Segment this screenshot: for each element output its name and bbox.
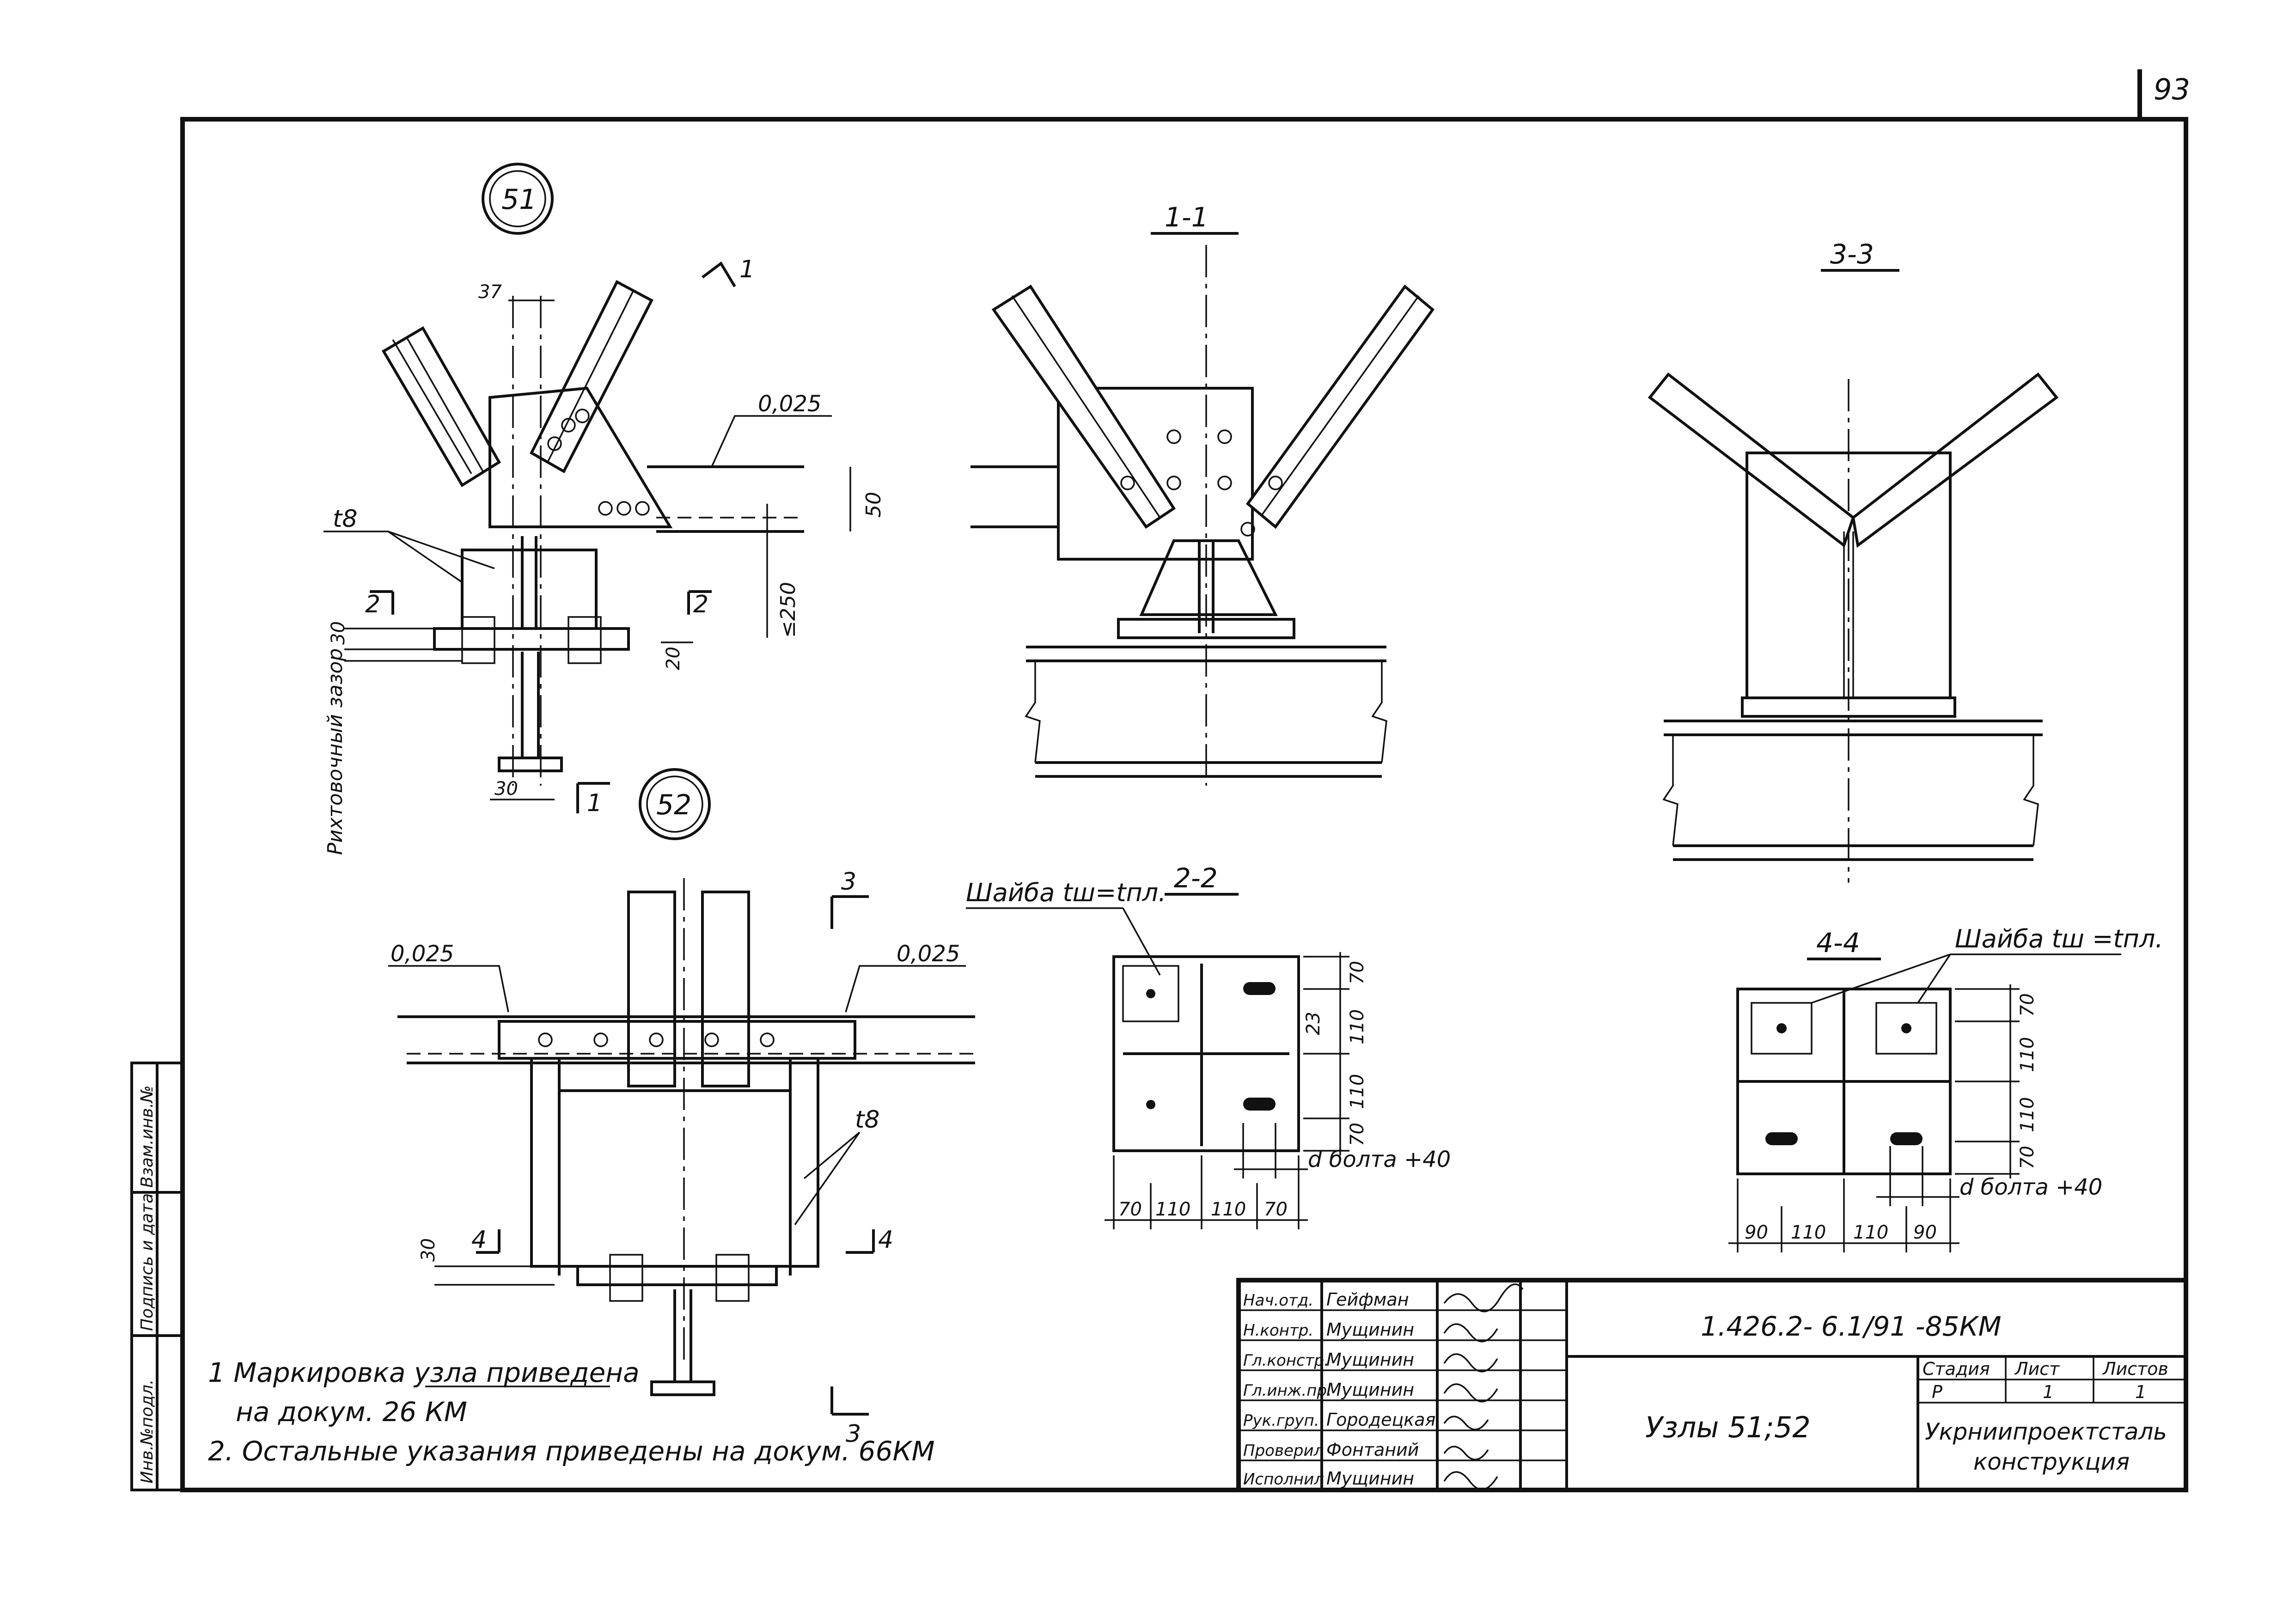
tb-sheets: 1 [2135,1382,2146,1402]
node-52-dim-30: 30 [418,1238,439,1262]
side-label-sign: Подпись и дата [138,1193,157,1331]
cut-1-top: 1 [739,256,755,283]
washer-label-b: Шайба tш =tпл. [1955,924,2163,953]
s44-dim-b110b: 110 [1853,1222,1888,1243]
s44-dim-110b: 110 [2017,1097,2038,1132]
section-2-2: 2-2 Шайба tш=tпл. 70 110 110 70 23 d бол… [966,862,1451,1229]
node-51-dim-250: ≤250 [776,582,800,638]
cut-3-bottom: 3 [846,1420,861,1448]
s22-dim-70b: 70 [1347,1123,1368,1146]
node-52-elevation: 3 0,025 0,025 [388,868,975,1448]
node-52-bolts [538,1032,775,1047]
tb-name-4: Городецкая [1326,1410,1435,1430]
section-4-4-title: 4-4 [1816,927,1860,959]
node-51-dim-37: 37 [478,281,502,303]
s22-dim-23: 23 [1303,1012,1324,1035]
s44-dim-70a: 70 [2017,993,2038,1017]
tb-role-2: Гл.констр. [1243,1351,1329,1370]
tb-doc-code: 1.426.2- 6.1/91 -85КМ [1701,1311,2002,1342]
section-3-3: 3-3 [1648,238,2059,883]
tb-name-0: Гейфман [1326,1289,1409,1310]
tb-name-5: Фонтаний [1326,1440,1419,1460]
note-1-cont: на докум. 26 КМ [236,1396,467,1428]
title-block: Нач.отд. Н.контр. Гл.констр. Гл.инж.пр. … [1236,1278,2188,1492]
node-52-slope-left: 0,025 [391,941,454,967]
s44-dim-110a: 110 [2017,1037,2038,1072]
section-1-1: 1-1 [970,201,1435,786]
tb-name-6: Мущинин [1326,1468,1414,1489]
tb-role-3: Гл.инж.пр. [1243,1381,1332,1400]
section-2-2-slots [1146,982,1276,1111]
node-51-rect-gap: Рихтовочный зазор [323,648,347,855]
node-51-dim-20: 20 [663,647,684,670]
node-52-label: 52 [656,789,691,821]
cut-4-left: 4 [471,1226,487,1254]
tb-org-line2: конструкция [1973,1448,2130,1475]
s22-dim-b70a: 70 [1118,1199,1142,1220]
s22-dim-b70b: 70 [1264,1199,1288,1220]
node-51-elevation: 51 0,025 50 ≤250 37 [323,163,885,855]
tb-sheet: 1 [2043,1382,2054,1402]
tb-sheets-label: Листов [2102,1359,2168,1379]
section-4-4-slots [1765,1023,1923,1145]
general-notes: 1 Маркировка узла приведена на докум. 26… [208,1357,935,1467]
s22-dim-110b: 110 [1347,1074,1368,1109]
tb-title: Узлы 51;52 [1645,1410,1811,1444]
sheet-frame: 93 Инв.№подл. Подпись и дата Взам.инв.№ [130,69,2190,1492]
tb-name-1: Мущинин [1326,1319,1414,1340]
cut-3-top: 3 [841,868,856,896]
section-1-1-title: 1-1 [1165,201,1209,233]
s22-dim-b110a: 110 [1155,1199,1190,1220]
s44-dim-b110a: 110 [1791,1222,1826,1243]
tb-name-3: Мущинин [1326,1380,1414,1400]
s22-dim-70a: 70 [1347,961,1368,984]
section-1-1-bolts [1120,429,1283,537]
node-51-dim-30b: 30 [494,778,518,800]
cut-4-right: 4 [878,1226,893,1254]
side-label-inv: Инв.№подл. [138,1380,157,1484]
tb-role-1: Н.контр. [1243,1321,1313,1340]
node-52-t8: t8 [855,1106,879,1134]
tb-role-0: Нач.отд. [1243,1291,1313,1310]
node-51-bolts [547,409,650,516]
s22-bolt-label: d болта +40 [1308,1147,1451,1172]
tb-sheet-label: Лист [2014,1359,2060,1379]
page-number: 93 [2154,73,2190,106]
cut-2-left: 2 [365,591,380,618]
s44-dim-b90a: 90 [1745,1222,1768,1243]
cut-1-bottom: 1 [587,789,602,817]
s44-bolt-label: d болта +40 [1959,1174,2102,1200]
tb-name-2: Мущинин [1326,1349,1414,1370]
tb-role-4: Рук.груп. [1243,1411,1319,1430]
note-2: 2. Остальные указания приведены на докум… [208,1435,935,1467]
section-2-2-title: 2-2 [1174,862,1218,894]
tb-org-line1: Укрниипроектсталь [1925,1418,2167,1445]
s22-dim-110a: 110 [1347,1009,1368,1044]
node-52-slope-right: 0,025 [897,941,960,967]
section-4-4: 4-4 Шайба tш =tпл. 70 110 110 70 d бол [1728,924,2163,1252]
washer-label-a: Шайба tш=tпл. [966,878,1166,907]
node-51-dim-50: 50 [862,492,885,518]
tb-role-6: Исполнил [1243,1470,1324,1489]
node-51-t8: t8 [333,505,357,533]
node-51-slope: 0,025 [758,391,821,417]
s22-dim-b110b: 110 [1211,1199,1246,1220]
s44-dim-70b: 70 [2017,1146,2038,1169]
note-1: 1 Маркировка узла приведена [208,1357,640,1388]
tb-role-5: Проверил [1243,1441,1324,1460]
tb-signatures [1443,1283,1524,1490]
node-51-dim-30: 30 [328,621,349,645]
tb-stage: Р [1932,1382,1942,1402]
cut-2-right: 2 [693,591,708,618]
section-3-3-title: 3-3 [1830,238,1874,270]
side-label-replace: Взам.инв.№ [138,1085,157,1188]
s44-dim-b90b: 90 [1913,1222,1937,1243]
node-51-label: 51 [501,183,537,216]
tb-stage-label: Стадия [1923,1359,1990,1379]
